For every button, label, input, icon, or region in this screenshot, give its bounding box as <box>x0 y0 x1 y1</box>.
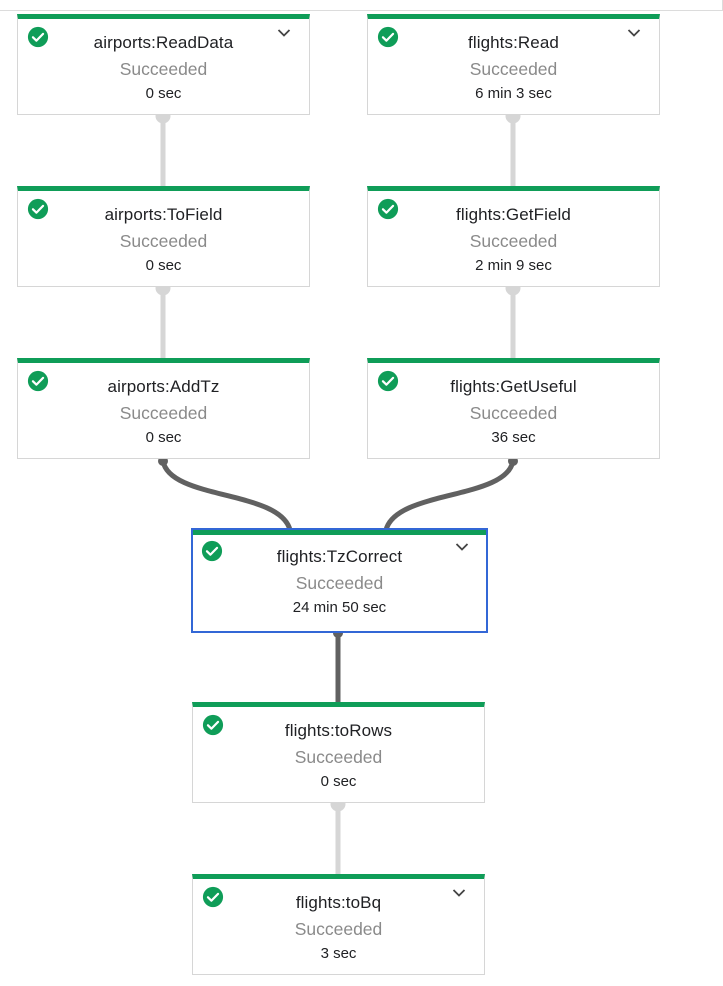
check-circle-icon <box>201 540 223 562</box>
step-name: flights:Read <box>468 33 559 52</box>
step-node-flights-getuseful[interactable]: flights:GetUseful Succeeded 36 sec <box>367 358 660 459</box>
chevron-down-icon[interactable] <box>627 28 641 38</box>
chevron-down-icon[interactable] <box>277 28 291 38</box>
step-node-flights-torows[interactable]: flights:toRows Succeeded 0 sec <box>192 702 485 803</box>
step-duration: 24 min 50 sec <box>292 599 387 616</box>
step-duration: 36 sec <box>491 429 536 446</box>
step-status: Succeeded <box>119 59 208 79</box>
step-duration: 0 sec <box>145 429 182 446</box>
edge-flights-getuseful-to-tzcorrect <box>383 460 516 531</box>
check-circle-icon <box>202 886 224 908</box>
step-node-flights-tzcorrect[interactable]: flights:TzCorrect Succeeded 24 min 50 se… <box>191 528 488 633</box>
chevron-down-icon[interactable] <box>452 888 466 898</box>
step-node-flights-read[interactable]: flights:Read Succeeded 6 min 3 sec <box>367 14 660 115</box>
step-duration: 6 min 3 sec <box>475 85 552 102</box>
step-name: flights:toBq <box>295 893 382 912</box>
step-name: flights:GetField <box>456 205 571 224</box>
step-status: Succeeded <box>294 919 383 939</box>
step-node-flights-tobq[interactable]: flights:toBq Succeeded 3 sec <box>192 874 485 975</box>
step-duration: 0 sec <box>320 773 357 790</box>
step-name: flights:GetUseful <box>450 377 577 396</box>
edge-airports-addtz-to-tzcorrect <box>160 460 293 531</box>
step-status: Succeeded <box>295 573 384 593</box>
step-name: airports:ReadData <box>93 33 234 52</box>
check-circle-icon <box>377 370 399 392</box>
step-duration: 0 sec <box>145 85 182 102</box>
step-node-airports-tofield[interactable]: airports:ToField Succeeded 0 sec <box>17 186 310 287</box>
step-duration: 0 sec <box>145 257 182 274</box>
step-status: Succeeded <box>119 403 208 423</box>
check-circle-icon <box>377 198 399 220</box>
step-name: airports:ToField <box>104 205 223 224</box>
step-node-airports-readdata[interactable]: airports:ReadData Succeeded 0 sec <box>17 14 310 115</box>
check-circle-icon <box>27 370 49 392</box>
chevron-down-icon[interactable] <box>455 542 469 552</box>
step-status: Succeeded <box>469 59 558 79</box>
top-divider <box>0 0 723 11</box>
check-circle-icon <box>202 714 224 736</box>
step-name: flights:TzCorrect <box>276 547 403 566</box>
step-node-airports-addtz[interactable]: airports:AddTz Succeeded 0 sec <box>17 358 310 459</box>
step-duration: 2 min 9 sec <box>475 257 552 274</box>
step-node-flights-getfield[interactable]: flights:GetField Succeeded 2 min 9 sec <box>367 186 660 287</box>
step-status: Succeeded <box>469 231 558 251</box>
step-status: Succeeded <box>119 231 208 251</box>
step-name: airports:AddTz <box>107 377 220 396</box>
step-status: Succeeded <box>294 747 383 767</box>
step-status: Succeeded <box>469 403 558 423</box>
check-circle-icon <box>27 198 49 220</box>
step-duration: 3 sec <box>320 945 357 962</box>
step-name: flights:toRows <box>284 721 393 740</box>
check-circle-icon <box>27 26 49 48</box>
check-circle-icon <box>377 26 399 48</box>
